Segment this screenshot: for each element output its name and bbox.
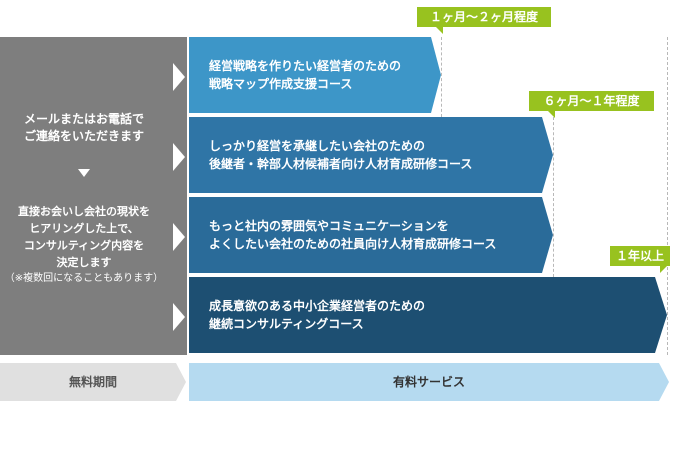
chevron-right-icon <box>173 143 185 171</box>
duration-badge-long: １年以上 <box>610 246 670 273</box>
course-title-line1: もっと社内の雰囲気やコミュニケーションを <box>209 219 449 233</box>
guide-line-medium <box>553 117 554 277</box>
free-period-label: 無料期間 <box>68 375 117 389</box>
chevron-right-icon <box>173 303 185 331</box>
course-title-line2: 戦略マップ作成支援コース <box>209 77 353 91</box>
contact-step-line2: ご連絡をいただきます <box>23 129 144 143</box>
course-title-line2: 継続コンサルティングコース <box>209 317 364 331</box>
course-title-line2: よくしたい会社のための社員向け人材育成研修コース <box>209 237 497 251</box>
duration-badge-medium: ６ヶ月〜１年程度 <box>529 91 654 118</box>
hearing-step: 直接お会いし会社の現状を ヒアリングした上で、 コンサルティング内容を 決定しま… <box>0 203 168 271</box>
chevron-right-icon <box>173 223 185 251</box>
free-period-band: 無料期間 <box>0 363 186 401</box>
guide-line-long <box>667 37 668 355</box>
hearing-note: （※複数回になることもあります） <box>4 273 164 284</box>
course-title-line2: 後継者・幹部人材候補者向け人材育成研修コース <box>209 157 473 171</box>
hearing-step-line4: 決定します <box>56 256 112 269</box>
course-title-line1: 成長意欲のある中小企業経営者のための <box>209 299 426 313</box>
guide-line-short <box>441 37 442 117</box>
contact-step-line1: メールまたはお電話で <box>23 112 144 126</box>
hearing-step-line3: コンサルティング内容を <box>23 239 145 252</box>
course-successor-training: しっかり経営を承継したい会社のための 後継者・幹部人材候補者向け人材育成研修コー… <box>189 117 553 193</box>
paid-service-label: 有料サービス <box>392 375 465 389</box>
contact-step: メールまたはお電話で ご連絡をいただきます <box>0 111 168 145</box>
course-strategy-map: 経営戦略を作りたい経営者のための 戦略マップ作成支援コース <box>189 37 441 113</box>
consultation-panel: メールまたはお電話で ご連絡をいただきます 直接お会いし会社の現状を ヒアリング… <box>0 37 187 355</box>
course-employee-training: もっと社内の雰囲気やコミュニケーションを よくしたい会社のための社員向け人材育成… <box>189 197 553 273</box>
hearing-step-line1: 直接お会いし会社の現状を <box>18 205 150 218</box>
down-arrow-icon <box>78 169 90 177</box>
chevron-right-icon <box>173 63 185 91</box>
paid-service-band: 有料サービス <box>189 363 669 401</box>
course-title-line1: しっかり経営を承継したい会社のための <box>209 139 426 153</box>
course-title-line1: 経営戦略を作りたい経営者のための <box>209 59 402 73</box>
duration-badge-short: １ヶ月〜２ヶ月程度 <box>417 7 551 34</box>
course-continuous-consulting: 成長意欲のある中小企業経営者のための 継続コンサルティングコース <box>189 277 667 353</box>
hearing-step-line2: ヒアリングした上で、 <box>29 222 139 235</box>
